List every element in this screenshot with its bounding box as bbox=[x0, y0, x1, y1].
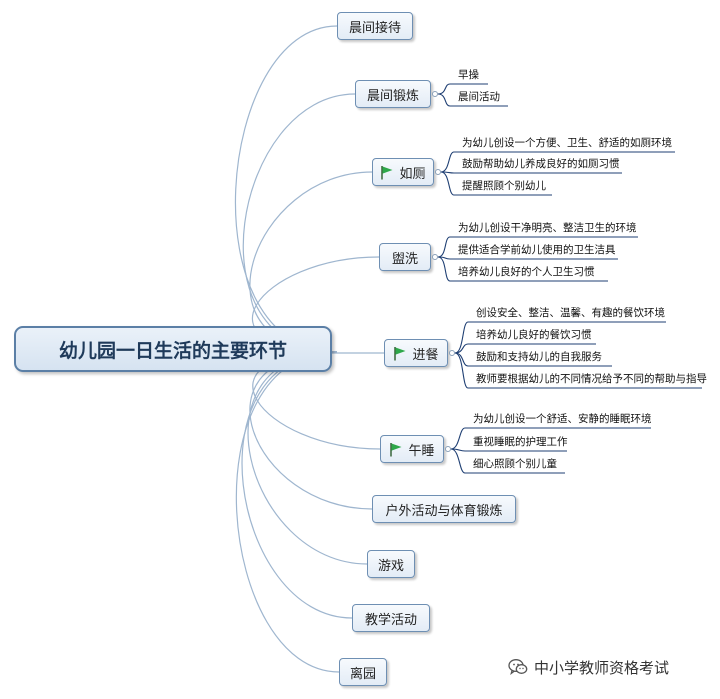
topic-games[interactable]: 游戏 bbox=[367, 550, 415, 578]
branch-connector bbox=[241, 351, 353, 619]
subtopic-item[interactable]: 鼓励帮助幼儿养成良好的如厕习惯 bbox=[462, 158, 620, 170]
topic-label: 离园 bbox=[349, 666, 376, 682]
leaf-connector bbox=[440, 171, 622, 174]
leaf-connector bbox=[454, 343, 596, 354]
leaf-connector bbox=[440, 171, 552, 196]
subtopic-item[interactable]: 细心照顾个别儿童 bbox=[473, 458, 557, 470]
topic-label: 午睡 bbox=[408, 443, 435, 459]
topic-label: 盥洗 bbox=[391, 251, 418, 267]
subtopic-item[interactable]: 提醒照顾个别幼儿 bbox=[462, 180, 546, 192]
subtopic-item[interactable]: 重视睡眠的护理工作 bbox=[473, 436, 568, 448]
subtopic-item[interactable]: 培养幼儿良好的个人卫生习惯 bbox=[458, 266, 595, 278]
leaf-connector bbox=[437, 256, 618, 260]
topic-teaching[interactable]: 教学活动 bbox=[352, 604, 430, 632]
topic-leaving[interactable]: 离园 bbox=[339, 658, 387, 686]
topic-label: 晨间锻炼 bbox=[366, 88, 419, 104]
subtopic-item[interactable]: 提供适合学前幼儿使用的卫生洁具 bbox=[458, 244, 616, 256]
watermark: 中小学教师资格考试 bbox=[508, 656, 669, 678]
watermark-text: 中小学教师资格考试 bbox=[534, 658, 670, 677]
leaf-connector bbox=[437, 256, 608, 282]
branch-connector bbox=[234, 25, 338, 353]
topic-outdoor-sports[interactable]: 户外活动与体育锻炼 bbox=[372, 495, 516, 523]
branch-connector bbox=[249, 351, 373, 510]
topic-label: 进餐 bbox=[412, 347, 439, 363]
topic-morning-exercise[interactable]: 晨间锻炼 bbox=[355, 80, 431, 108]
topic-nap[interactable]: 午睡 bbox=[380, 435, 444, 463]
topic-washing[interactable]: 盥洗 bbox=[379, 243, 431, 271]
leaf-connector bbox=[450, 448, 565, 474]
flag-icon bbox=[390, 442, 402, 456]
topic-label: 游戏 bbox=[377, 558, 404, 574]
leaf-connector bbox=[437, 83, 488, 95]
subtopic-item[interactable]: 为幼儿创设一个舒适、安静的睡眠环境 bbox=[473, 413, 652, 425]
leaf-connector bbox=[450, 448, 567, 452]
collapse-toggle[interactable] bbox=[449, 350, 455, 356]
branch-connector bbox=[242, 93, 356, 353]
collapse-toggle[interactable] bbox=[445, 446, 451, 452]
subtopic-item[interactable]: 鼓励和支持幼儿的自我服务 bbox=[476, 351, 602, 363]
leaf-connector bbox=[437, 236, 638, 258]
topic-label: 教学活动 bbox=[364, 612, 417, 628]
leaf-connector bbox=[454, 321, 666, 354]
flag-icon bbox=[394, 346, 406, 360]
branch-connector bbox=[249, 171, 373, 353]
collapse-toggle[interactable] bbox=[432, 91, 438, 97]
flag-icon bbox=[381, 165, 393, 179]
topic-label: 如厕 bbox=[399, 166, 426, 182]
subtopic-item[interactable]: 早操 bbox=[458, 69, 479, 81]
leaf-connector bbox=[454, 352, 702, 389]
branch-connector bbox=[235, 351, 340, 673]
subtopic-item[interactable]: 教师要根据幼儿的不同情况给予不同的帮助与指导 bbox=[476, 373, 707, 385]
subtopic-item[interactable]: 晨间活动 bbox=[458, 91, 500, 103]
topic-eating[interactable]: 进餐 bbox=[384, 339, 448, 367]
topic-toilet[interactable]: 如厕 bbox=[372, 158, 434, 186]
leaf-connector bbox=[437, 93, 508, 107]
subtopic-item[interactable]: 为幼儿创设一个方便、卫生、舒适的如厕环境 bbox=[462, 137, 672, 149]
subtopic-item[interactable]: 为幼儿创设干净明亮、整洁卫生的环境 bbox=[458, 222, 637, 234]
root-topic[interactable]: 幼儿园一日生活的主要环节 bbox=[14, 326, 332, 372]
subtopic-item[interactable]: 培养幼儿良好的餐饮习惯 bbox=[476, 329, 592, 341]
subtopic-item[interactable]: 创设安全、整洁、温馨、有趣的餐饮环境 bbox=[476, 307, 665, 319]
leaf-connector bbox=[440, 151, 675, 173]
wechat-icon bbox=[508, 659, 528, 676]
topic-morning-reception[interactable]: 晨间接待 bbox=[337, 12, 413, 40]
leaf-connector bbox=[450, 427, 651, 450]
collapse-toggle[interactable] bbox=[435, 169, 441, 175]
topic-label: 晨间接待 bbox=[348, 20, 401, 36]
topic-label: 户外活动与体育锻炼 bbox=[385, 503, 503, 519]
collapse-toggle[interactable] bbox=[432, 254, 438, 260]
